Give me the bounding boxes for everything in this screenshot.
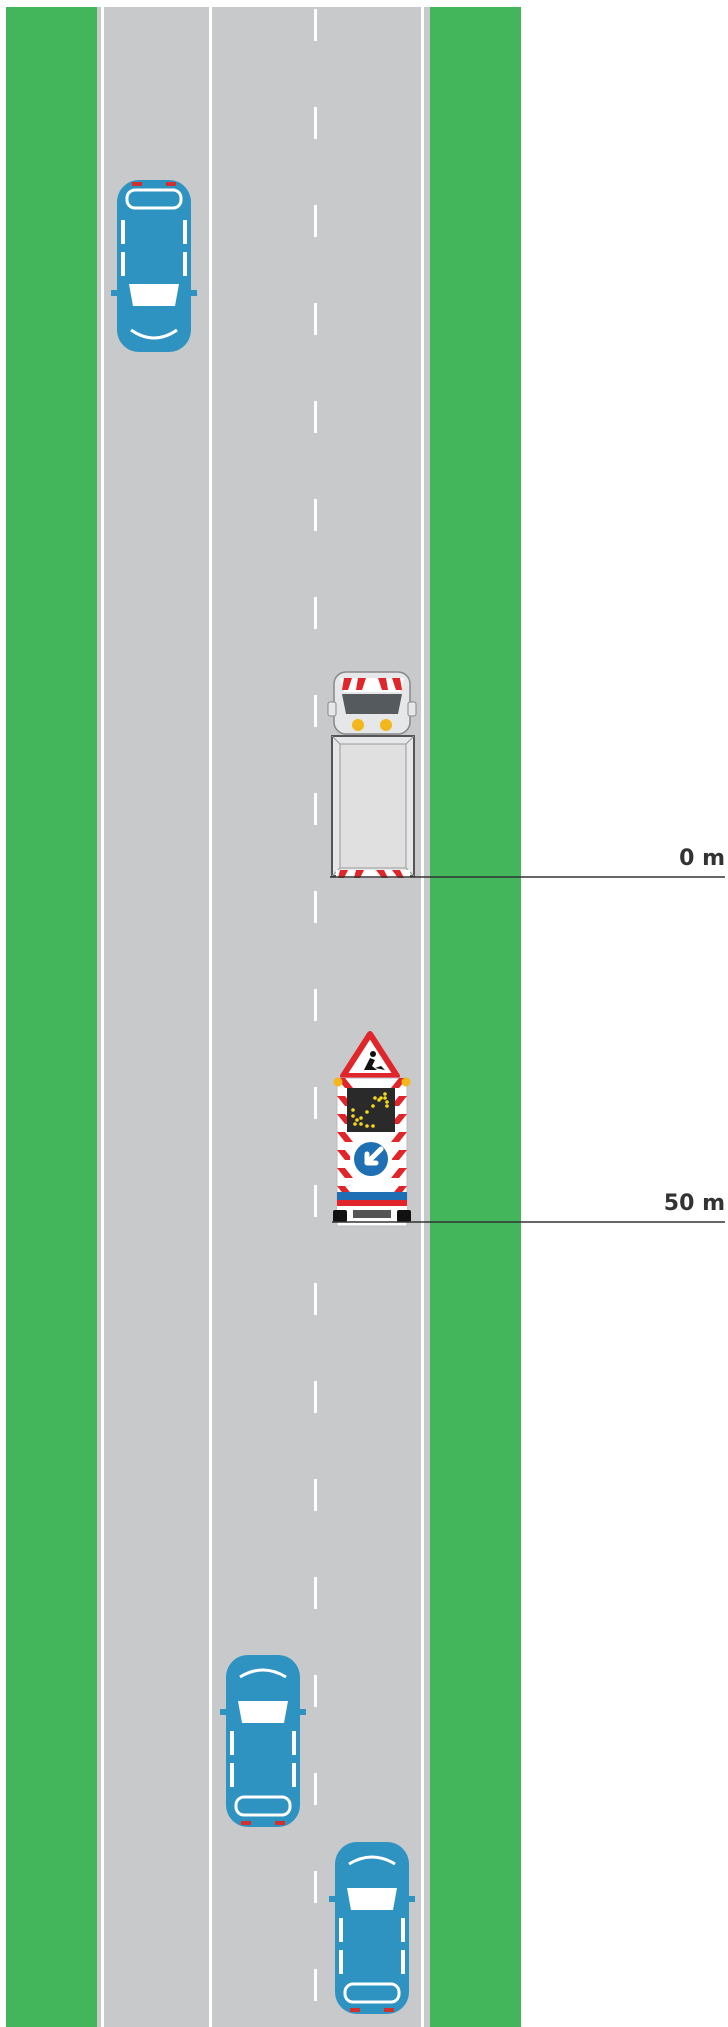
lane-dash [314, 401, 317, 433]
lane-dash [314, 695, 317, 727]
marker-label-0m: 0 m [679, 846, 725, 871]
right-edge-line [421, 7, 424, 2027]
lane-dash [314, 1283, 317, 1315]
lane-dash [314, 793, 317, 825]
arrow-led [385, 1100, 389, 1104]
lane-dash [314, 1087, 317, 1119]
arrow-led [359, 1122, 363, 1126]
car-icon [220, 1655, 306, 1827]
arrow-led [383, 1096, 387, 1100]
arrow-led [365, 1110, 369, 1114]
left-verge [6, 7, 97, 2027]
lane-dash [314, 1185, 317, 1217]
lane-dash [314, 205, 317, 237]
arrow-led [359, 1116, 363, 1120]
left-edge-line [101, 7, 104, 2027]
lane-dash [314, 891, 317, 923]
arrow-led [373, 1096, 377, 1100]
lane-dash [314, 1577, 317, 1609]
lane-dash [314, 1675, 317, 1707]
lane-dash [314, 499, 317, 531]
lane-dash [314, 1479, 317, 1511]
lane-dash [314, 989, 317, 1021]
support-truck-icon [328, 672, 416, 878]
lane-dash [314, 597, 317, 629]
lane-dash [314, 9, 317, 41]
solid-lane-line [209, 7, 212, 2027]
right-verge [430, 7, 521, 2027]
arrow-led [351, 1114, 355, 1118]
lane-dash [314, 1381, 317, 1413]
arrow-led [371, 1124, 375, 1128]
arrow-led [353, 1122, 357, 1126]
arrow-led [379, 1096, 383, 1100]
arrow-led [365, 1124, 369, 1128]
arrow-led [383, 1092, 387, 1096]
lane-dash [314, 1773, 317, 1805]
arrow-led [385, 1104, 389, 1108]
marker-label-50m: 50 m [664, 1191, 725, 1216]
lane-dash [314, 1969, 317, 2001]
car-icon [329, 1842, 415, 2014]
lane-dash [314, 303, 317, 335]
lane-dash [314, 1871, 317, 1903]
car-icon [111, 180, 197, 352]
arrow-led [351, 1108, 355, 1112]
lane-dash [314, 107, 317, 139]
arrow-led [371, 1104, 375, 1108]
arrow-led [355, 1118, 359, 1122]
dashed-lane-line [314, 9, 317, 2001]
